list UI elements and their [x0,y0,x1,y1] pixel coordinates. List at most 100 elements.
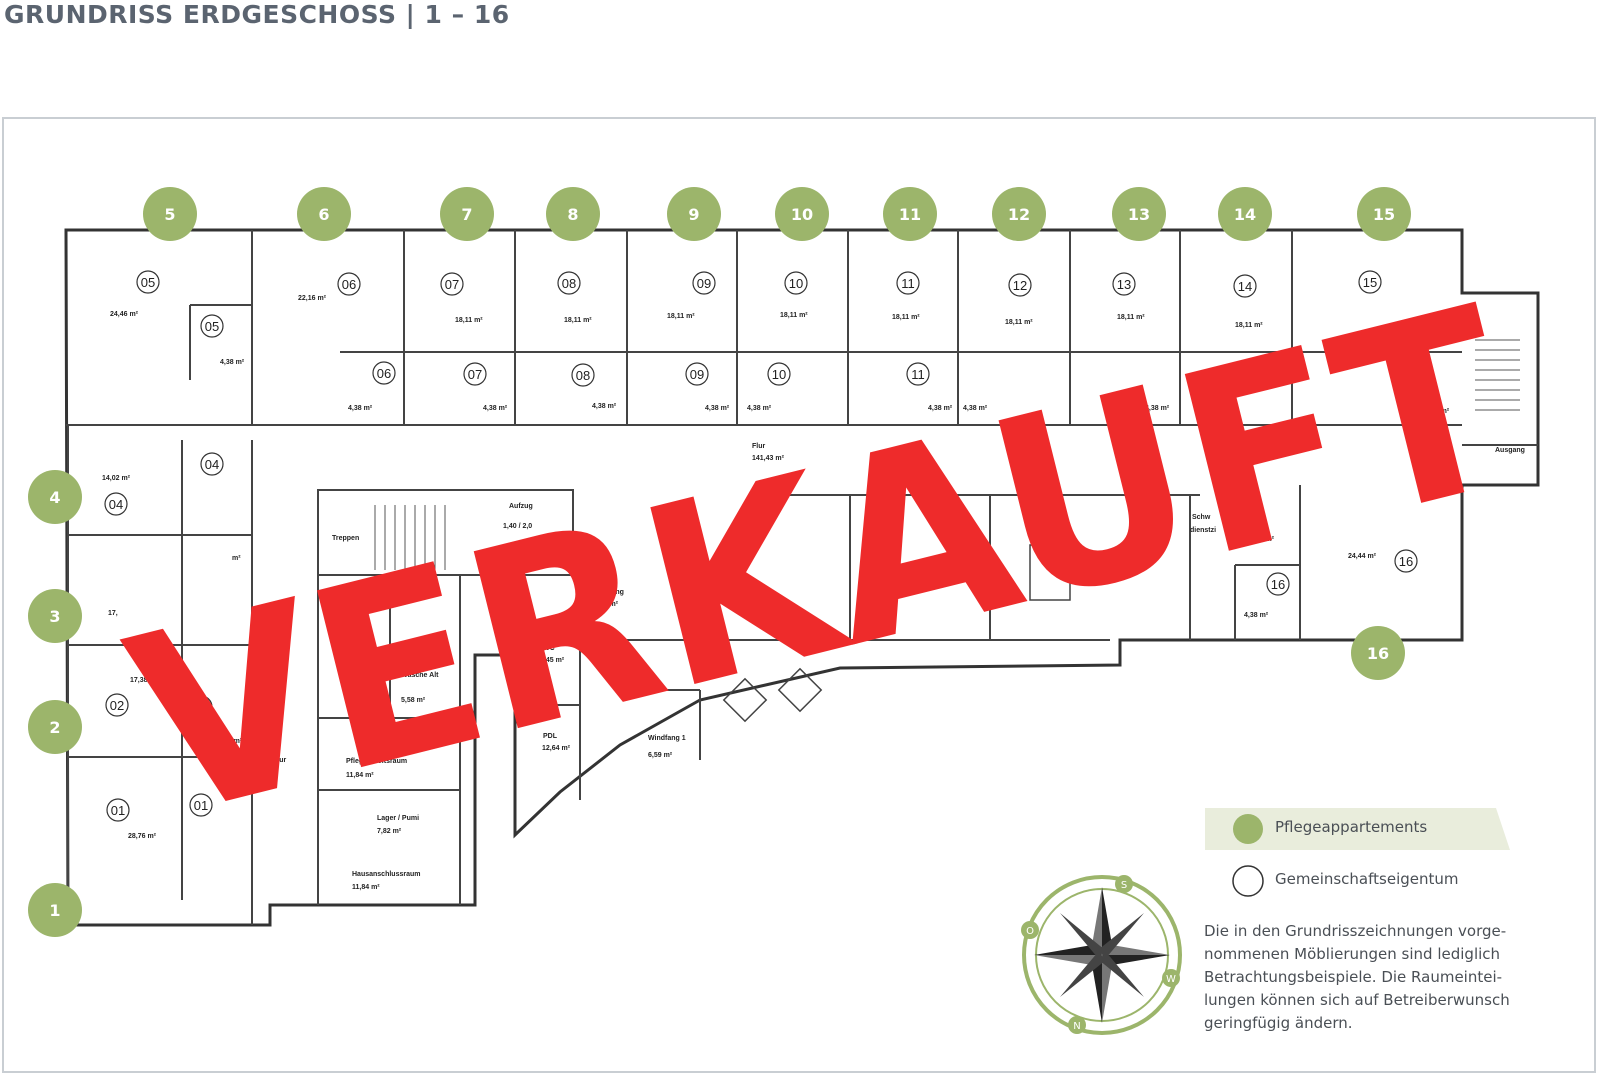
apartment-16-labels: 24,44 m² 16 16 4,38 m² [1244,549,1418,619]
hausanschluss-label: Hausanschlussraum [352,871,420,878]
flur-area: 141,43 m² [752,455,785,462]
room-number: 15 [1363,275,1377,290]
aufzug-label: Aufzug [509,503,533,510]
sold-stamp: VERKAUFT [106,253,1535,874]
marker-16-label: 16 [1367,644,1389,663]
room-area: 18,11 m² [1117,314,1145,321]
schw-label: Schw [1192,514,1211,521]
legend [1205,808,1510,897]
marker-3-label: 3 [49,607,60,626]
room-number: 01 [111,803,125,818]
marker-1 [28,883,82,937]
marker-8-label: 8 [567,205,578,224]
empfang-area: 22,33 m² [590,601,619,608]
room-number: 16 [1399,554,1413,569]
marker-5-label: 5 [164,205,175,224]
marker-12 [992,187,1046,241]
waesche-alt-label: Wäsche Alt [401,672,439,679]
compass-o: O [1026,926,1034,937]
wc-area: 5,45 m² [540,657,565,664]
room-area: 24,46 m² [110,311,139,318]
marker-3 [28,589,82,643]
room-area: 18,11 m² [1005,319,1033,326]
hausanschluss-area: 11,84 m² [352,884,380,891]
marker-5 [143,187,197,241]
plan-frame [2,117,1596,1073]
marker-11-label: 11 [899,205,921,224]
bath-number: 10 [772,367,786,382]
bath-area: 4,38 m² [963,405,988,412]
legend-white-dot [1232,865,1264,897]
marker-13 [1112,187,1166,241]
marker-4 [28,470,82,524]
marker-2-label: 2 [49,718,60,737]
empfang-label: Empfang [594,589,624,596]
pdl-area: 12,64 m² [542,745,571,752]
marker-7-label: 7 [461,205,472,224]
gruppenraum-area: 33,50 m² [883,580,912,587]
compass-icon: S W N O [1021,875,1182,1035]
top-room-labels: 05 24,46 m² 05 4,38 m² 06 22,16 m² 06 4,… [110,270,1450,415]
waesche-neu-label: Wäsche Neu [346,672,388,679]
pflege-label: Pflegearbeitsraum [346,758,407,765]
room-area: 28,76 m² [128,833,157,840]
bath-area: 4,38 m² [218,738,243,745]
lager-area: 7,82 m² [377,828,402,835]
bath-area: 4,38 m² [1425,408,1450,415]
marker-11 [883,187,937,241]
room-area: 14,02 m² [102,475,131,482]
top-apartment-walls [66,230,1462,426]
stairs [374,339,1520,570]
lager-label: Lager / Pumi [377,815,419,822]
room-area: 17, [108,610,118,617]
bath-number: 11 [911,367,925,382]
room-area: 17,38 m² [130,677,159,684]
bath-area: 4,38 m² [1145,405,1170,412]
room-number: 11 [901,276,915,291]
room-area: 18,11 m² [892,314,920,321]
bath-area: 4,38 m² [220,359,245,366]
marker-13-label: 13 [1128,205,1150,224]
marker-9 [667,187,721,241]
bath-area: 4,38 m² [483,405,508,412]
marker-4-label: 4 [49,488,60,507]
marker-6 [297,187,351,241]
bath-number: 06 [377,366,391,381]
room-area: 24,44 m² [1348,553,1377,560]
room-number: 04 [109,497,123,512]
central-walls [317,444,1538,905]
aufzug-area: 1,40 / 2,0 [503,523,532,530]
legend-band [1205,808,1510,850]
bath-area: 4,38 m² [928,405,953,412]
pflege-area: 11,84 m² [346,772,374,779]
bath-area: 4,38 m² [592,403,617,410]
room-number: 09 [697,276,711,291]
dienst-area: 13,14 m² [1246,536,1275,543]
marker-8 [546,187,600,241]
tagesraum-area: 34,73 m² [1105,573,1134,580]
bath-area: 4,38 m² [705,405,730,412]
marker-14-label: 14 [1234,205,1256,224]
room-number: 02 [110,698,124,713]
marker-10 [775,187,829,241]
marker-1-label: 1 [49,901,60,920]
bath-area: 4,38 m² [348,405,373,412]
bath-number: 09 [690,367,704,382]
room-area: 18,11 m² [564,317,592,324]
flur-label: Flur [752,443,765,450]
room-area: 18,11 m² [1235,322,1263,329]
room-area: 18,11 m² [780,312,808,319]
bath-number: 07 [468,367,482,382]
waesche-alt-area: 5,58 m² [401,697,426,704]
ausgang-label: Ausgang [1495,447,1525,454]
room-number: 10 [789,276,803,291]
page-title: GRUNDRISS ERDGESCHOSS | 1 – 16 [4,0,510,29]
room-number: 06 [342,277,356,292]
room-number: 07 [445,277,459,292]
compass-s: S [1121,880,1127,891]
flur3-label: Flur [273,757,286,764]
flur2-label: Flur [366,598,379,605]
furniture [722,544,1071,723]
left-room-labels: 14,02 m² 04 04 17, m² 17,38 m² 02 02 4,3… [102,452,243,840]
